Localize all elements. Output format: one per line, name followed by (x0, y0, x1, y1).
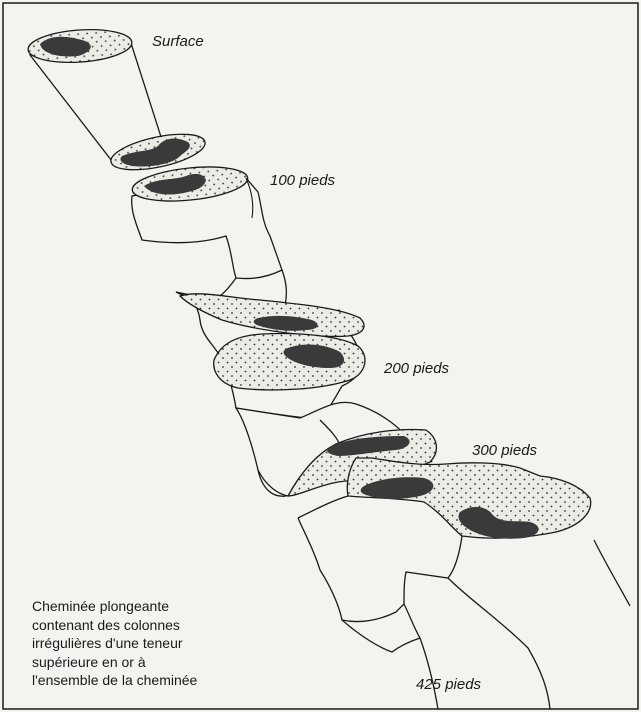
depth-label-425: 425 pieds (416, 676, 481, 693)
pipe-segment-200 (176, 292, 365, 420)
caption-line: contenant des colonnes (32, 616, 282, 635)
caption-line: l'ensemble de la cheminée (32, 671, 282, 690)
depth-label-300: 300 pieds (472, 442, 537, 459)
depth-label-100: 100 pieds (270, 172, 335, 189)
pipe-segment-300-425 (298, 458, 630, 709)
figure-caption: Cheminée plongeante contenant des colonn… (32, 597, 282, 690)
caption-line: Cheminée plongeante (32, 597, 282, 616)
caption-line: supérieure en or à (32, 653, 282, 672)
depth-label-surface: Surface (152, 33, 204, 50)
caption-line: irrégulières d'une teneur (32, 634, 282, 653)
depth-label-200: 200 pieds (384, 360, 449, 377)
